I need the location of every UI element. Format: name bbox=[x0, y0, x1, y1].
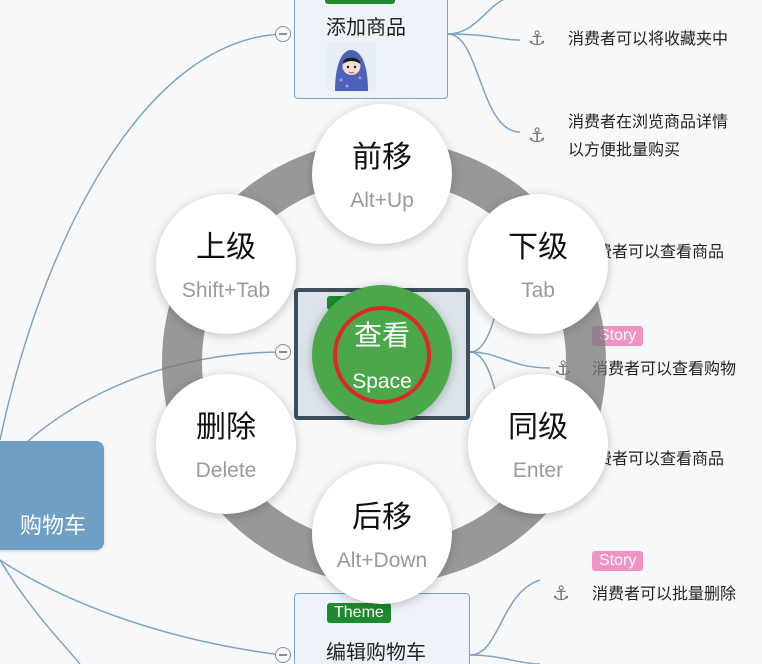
avatar-image bbox=[327, 42, 376, 91]
collapse-toggle-edit-cart[interactable] bbox=[275, 647, 291, 663]
theme-tag-partial bbox=[325, 0, 395, 4]
focus-ring bbox=[333, 306, 431, 404]
node-add-product-label: 添加商品 bbox=[326, 15, 406, 39]
move-down-button[interactable]: 后移 Alt+Down bbox=[312, 464, 452, 604]
node-edit-cart-label: 编辑购物车 bbox=[326, 640, 426, 664]
child-button[interactable]: 下级 Tab bbox=[468, 194, 608, 334]
anchor-icon: ⚓ bbox=[528, 26, 546, 50]
delete-shortcut: Delete bbox=[195, 459, 257, 482]
root-node[interactable] bbox=[0, 441, 104, 550]
note-text: 消费者可以将收藏夹中 bbox=[568, 29, 729, 48]
view-label: 查看 bbox=[353, 319, 410, 352]
note-text: 费者可以查看商品 bbox=[596, 242, 725, 261]
move-up-button[interactable]: 前移 Alt+Up bbox=[312, 104, 452, 244]
root-node-label: 购物车 bbox=[20, 514, 87, 539]
delete-label: 删除 bbox=[196, 410, 256, 445]
parent-shortcut: Shift+Tab bbox=[181, 279, 271, 302]
parent-label: 上级 bbox=[196, 230, 256, 265]
sibling-label: 同级 bbox=[508, 410, 568, 445]
parent-button[interactable]: 上级 Shift+Tab bbox=[156, 194, 296, 334]
story-tag: Story bbox=[592, 551, 644, 571]
child-shortcut: Tab bbox=[521, 279, 555, 302]
note-text: 消费者在浏览商品详情 bbox=[568, 112, 729, 131]
view-shortcut: Space bbox=[352, 370, 412, 393]
view-button[interactable]: 查看 Space bbox=[312, 285, 452, 425]
move-up-shortcut: Alt+Up bbox=[350, 189, 414, 212]
note-text: 消费者可以批量删除 bbox=[592, 584, 737, 603]
move-up-label: 前移 bbox=[352, 140, 412, 175]
delete-button[interactable]: 删除 Delete bbox=[156, 374, 296, 514]
collapse-toggle-add-product[interactable] bbox=[275, 26, 291, 42]
sibling-shortcut: Enter bbox=[512, 459, 564, 482]
note-text: 费者可以查看商品 bbox=[596, 449, 725, 468]
theme-tag: Theme bbox=[327, 603, 391, 623]
note-text-line2: 以方便批量购买 bbox=[568, 140, 681, 159]
move-down-label: 后移 bbox=[352, 500, 412, 535]
move-down-shortcut: Alt+Down bbox=[336, 549, 428, 572]
sibling-button[interactable]: 同级 Enter bbox=[468, 374, 608, 514]
anchor-icon: ⚓ bbox=[528, 123, 546, 147]
anchor-icon: ⚓ bbox=[552, 581, 570, 605]
child-label: 下级 bbox=[508, 230, 568, 265]
note-text: 消费者可以查看购物 bbox=[592, 359, 737, 378]
